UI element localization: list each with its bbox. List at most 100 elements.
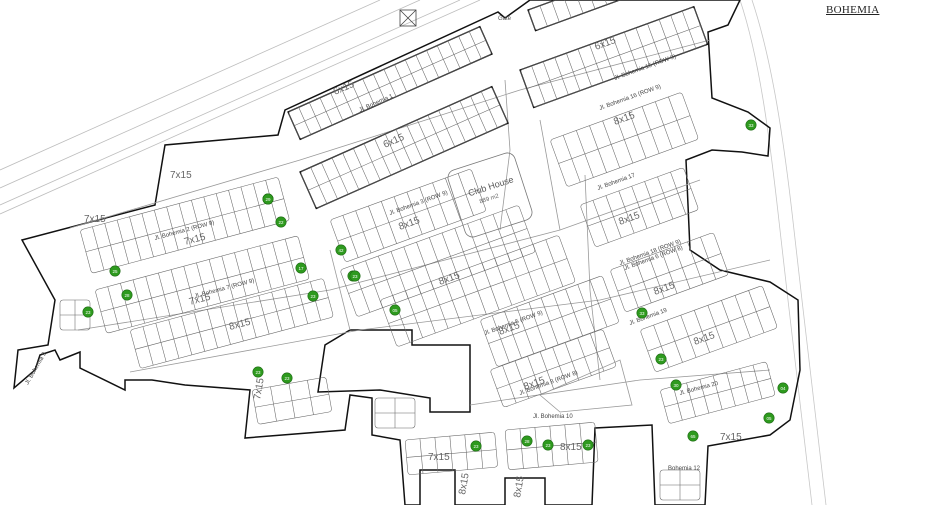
street-label: Bohemia 12 — [668, 466, 701, 472]
club-house: Club House 889 m2 — [447, 152, 533, 238]
tree-number: 65 — [690, 434, 696, 439]
gate-marker — [399, 9, 417, 27]
block-size-label: 7x15 — [170, 170, 192, 181]
tree-marker: 17 — [295, 262, 307, 274]
tree-number: 17 — [298, 266, 304, 271]
tree-number: 33 — [639, 311, 645, 316]
tree-marker: 23 — [582, 439, 594, 451]
block-size-label: 8x15 — [692, 330, 717, 348]
pond — [539, 359, 633, 413]
tree-number: 25 — [112, 269, 118, 274]
tree-number: 23 — [658, 357, 664, 362]
lot-grid — [300, 87, 508, 208]
block-size-label: 8x15 — [457, 472, 472, 496]
street-label: Jl. Bohemia 1 — [358, 93, 394, 114]
tree-number: 23 — [352, 274, 358, 279]
club-house-area: 889 m2 — [479, 193, 501, 205]
lot-grid — [480, 276, 619, 367]
block-size-label: 8x15 — [560, 442, 582, 453]
cutout-boundary — [317, 329, 471, 413]
highway-lines — [0, 0, 481, 215]
tree-marker: 28 — [121, 289, 133, 301]
tree-number: 23 — [585, 443, 591, 448]
tree-marker: 33 — [745, 119, 757, 131]
tree-number: 28 — [124, 293, 130, 298]
tree-marker: 23 — [82, 306, 94, 318]
gate-label: Gate — [498, 16, 512, 22]
tree-marker: 05 — [763, 412, 775, 424]
block-size-label: 7x15 — [252, 377, 267, 401]
tree-marker: 23 — [349, 270, 361, 282]
block-size-label: 6x15 — [593, 35, 618, 53]
tree-number: 42 — [338, 248, 344, 253]
lot-grids — [59, 0, 777, 501]
tree-number: 05 — [392, 308, 398, 313]
tree-number: 04 — [780, 386, 786, 391]
lot-grid — [550, 92, 699, 187]
lot-grid — [404, 432, 498, 475]
tree-number: 05 — [766, 416, 772, 421]
tree-number: 33 — [748, 123, 754, 128]
block-size-label: 8x15 — [437, 270, 462, 288]
street-label: Jl. Bohemia 15 (ROW 9) — [614, 54, 677, 82]
block-size-label: 7x15 — [188, 292, 212, 308]
tree-marker: 29 — [262, 193, 274, 205]
block-size-label: 8x15 — [617, 210, 642, 228]
block-size-label: 8x15 — [497, 320, 522, 338]
tree-marker: 23 — [252, 366, 264, 378]
site-title: BOHEMIA — [826, 4, 880, 16]
block-size-label: 7x15 — [428, 452, 450, 463]
street-label: Jl. Bohemia 16 (ROW 9) — [599, 84, 662, 112]
tree-marker: 42 — [335, 244, 347, 256]
lot-grid — [380, 235, 576, 347]
lot-grid — [288, 27, 492, 139]
tree-number: 23 — [545, 443, 551, 448]
tree-number: 23 — [310, 294, 316, 299]
street-label: Jl. Bohemia 9 — [25, 351, 49, 386]
street-label: Jl. Bohemia 3 (ROW 9) — [389, 190, 449, 217]
lot-grid — [660, 361, 775, 424]
block-size-label: 8x15 — [612, 110, 637, 128]
tree-number: 28 — [524, 439, 530, 444]
tree-marker: 65 — [687, 430, 699, 442]
block-size-label: 7x15 — [720, 432, 742, 443]
tree-number: 30 — [673, 383, 679, 388]
block-size-label: 8x15 — [512, 475, 527, 499]
tree-marker: 23 — [307, 290, 319, 302]
lot-grid — [330, 169, 486, 262]
lot-grid — [640, 286, 777, 372]
tree-marker: 22 — [275, 216, 287, 228]
tree-marker: 25 — [109, 265, 121, 277]
street-label: Jl. Bohemia 19 — [629, 307, 669, 326]
tree-number: 22 — [278, 220, 284, 225]
tree-marker: 33 — [636, 307, 648, 319]
tree-marker: 23 — [655, 353, 667, 365]
lot-grid — [374, 397, 416, 429]
tree-number: 23 — [85, 310, 91, 315]
tree-marker: 23 — [470, 440, 482, 452]
tree-number: 23 — [255, 370, 261, 375]
lot-grid — [528, 0, 714, 31]
block-size-label: 7x15 — [84, 214, 106, 225]
tree-marker: 30 — [670, 379, 682, 391]
lot-grid — [130, 278, 334, 369]
lot-grid — [610, 232, 729, 312]
tree-marker: 04 — [777, 382, 789, 394]
tree-number: 23 — [284, 376, 290, 381]
street-label: Jl. Bohemia 10 — [533, 414, 573, 420]
tree-number: 23 — [473, 444, 479, 449]
tree-marker: 28 — [521, 435, 533, 447]
block-size-label: 8x15 — [228, 317, 252, 333]
block-strip-4 — [527, 0, 715, 32]
block-size-label: 8x15 — [397, 215, 422, 233]
street-label: Jl. Bohemia 17 — [597, 172, 637, 191]
lot-grid — [95, 236, 310, 334]
block-size-labels: 7x157x157x157x157x157x157x156x156x156x15… — [84, 35, 742, 499]
lot-grid — [659, 469, 701, 501]
tree-marker: 05 — [389, 304, 401, 316]
lot-grid — [490, 329, 616, 408]
tree-marker: 23 — [281, 372, 293, 384]
lot-grid — [80, 177, 290, 274]
site-boundary — [13, 0, 801, 505]
